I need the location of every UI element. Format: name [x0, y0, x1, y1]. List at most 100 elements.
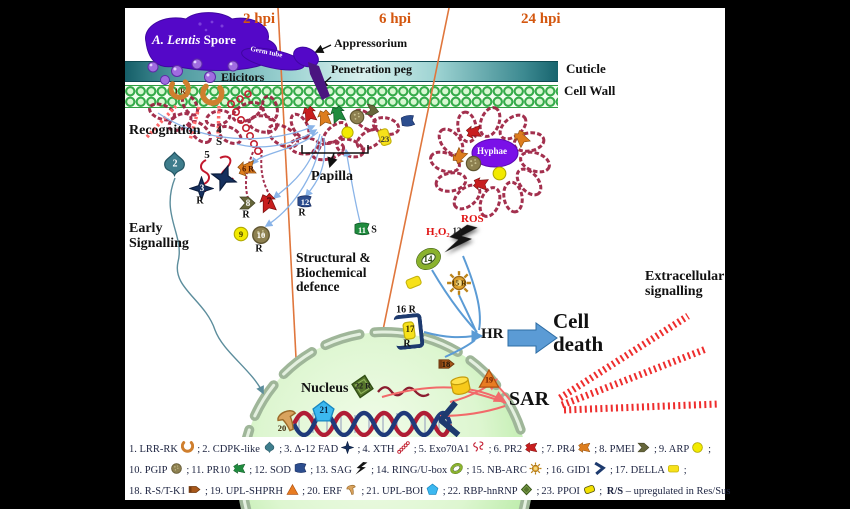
legend-item-11: 11. PR10 ;	[191, 465, 252, 476]
rect-yellow-icon	[667, 462, 680, 475]
legend-item-14: 14. RING/U-box ;	[376, 465, 469, 476]
recognition-rays	[144, 104, 221, 141]
marker-label: 17	[405, 324, 415, 334]
pmei-arrow-icon	[637, 441, 650, 454]
fad-star-icon	[341, 441, 354, 454]
papilla-bracket	[301, 145, 369, 169]
marker-label: R	[242, 209, 250, 221]
sun-gold-icon	[529, 462, 542, 475]
marker-label: 19	[485, 375, 493, 385]
ring-green-icon	[450, 462, 463, 475]
marker-label: 22 R	[355, 381, 371, 391]
legend-item-19: 19. UPL-SHPRH ;	[210, 486, 305, 497]
flag-blue-icon	[294, 462, 307, 475]
legend-item-20: 20. ERF ;	[307, 486, 364, 497]
ribbon-red-icon	[525, 441, 538, 454]
appressorium-label: Appressorium	[334, 36, 408, 50]
legend-row-2: 10. PGIP ;11. PR10 ;12. SOD ;13. SAG ;14…	[129, 462, 689, 476]
arp-circle-icon	[340, 125, 355, 140]
marker-label: 11	[357, 225, 367, 235]
circle-yellow-icon	[691, 441, 704, 454]
recognition-label: Recognition	[129, 123, 201, 138]
hyphae-label: Hyphae	[477, 146, 508, 156]
marker-label: S	[371, 224, 377, 236]
marker-label: 21	[319, 405, 329, 415]
cuticle-label: Cuticle	[566, 61, 606, 76]
legend-note-rs: R/S	[604, 486, 626, 497]
marker-label: 5	[204, 149, 210, 161]
elicitor-spheres	[147, 58, 239, 85]
ribbon-orange-icon	[578, 441, 591, 454]
sar-rays	[558, 313, 720, 414]
legend-item-23: 23. PPOI ;	[541, 486, 602, 497]
pr2-ribbon-icon	[467, 174, 495, 193]
legend-item-5: 5. Exo70A1 ;	[419, 444, 492, 455]
triangle-orange-icon	[286, 483, 299, 496]
cdpk-icon	[263, 441, 276, 454]
legend-item-10: 10. PGIP ;	[129, 465, 189, 476]
ribbon-green-icon	[233, 462, 246, 475]
legend-item-13: 13. SAG ;	[315, 465, 374, 476]
marker-label: 23	[380, 134, 390, 144]
marker-label: 20	[277, 423, 287, 433]
marker-label: 10	[256, 230, 266, 240]
penetration-peg-label: Penetration peg	[331, 62, 412, 76]
label-24hpi: 24 hpi	[521, 11, 561, 27]
h2o2-label: H₂O₂	[426, 226, 450, 238]
legend-row-1: 1. LRR-RK ;2. CDPK-like ;3. Δ-12 FAD ;4.…	[129, 441, 713, 455]
rect-yellow-rot-icon	[583, 483, 596, 496]
marker-label: R	[255, 243, 263, 255]
legend-item-9: 9. ARP ;	[659, 444, 711, 455]
spore-shape	[145, 12, 330, 100]
erf-mushroom-icon	[270, 404, 306, 436]
signal-curves-light	[157, 112, 361, 227]
lrr-rk-icon	[181, 441, 194, 454]
legend-item-6: 6. PR2 ;	[494, 441, 544, 455]
label-6hpi: 6 hpi	[379, 11, 412, 27]
sod-flag-icon	[397, 113, 419, 131]
diamond-green-icon	[520, 483, 533, 496]
cell-death-arrow	[507, 322, 558, 354]
legend-item-8: 8. PMEI ;	[599, 444, 657, 455]
marker-label: 12	[300, 197, 310, 207]
marker-label: R	[196, 195, 204, 207]
legend-item-12: 12. SOD ;	[254, 465, 313, 476]
hyphae-blob	[471, 138, 519, 168]
marker-label: 3	[199, 183, 205, 193]
marker-label: 2	[172, 158, 178, 170]
marker-label: 4	[216, 124, 222, 136]
cell-wall-label: Cell Wall	[564, 83, 616, 98]
marker-label: R	[298, 207, 306, 219]
papilla-label: Papilla	[311, 169, 354, 184]
marker-label: 14	[423, 254, 433, 264]
xth-chain-icon	[397, 441, 410, 454]
hr-curves	[423, 255, 484, 358]
label-2hpi: 2 hpi	[243, 11, 276, 27]
legend-item-16: 16. GID1 ;	[551, 465, 613, 476]
marker-label: 8	[245, 198, 251, 208]
hyphae-ring-tangle	[429, 106, 551, 218]
circle-olive-icon	[170, 462, 183, 475]
marker-label: 9	[238, 229, 244, 239]
spore-label: A. Lentis Spore	[152, 32, 236, 47]
nucleus-label: Nucleus	[301, 381, 349, 396]
elicitors-label: Elicitors	[221, 70, 265, 84]
xth-chain-shape	[227, 90, 263, 156]
early-signalling-curve	[169, 177, 264, 395]
marker-label: 1 R	[174, 86, 186, 96]
legend-note-text: – upregulated in Res/Sus	[625, 486, 731, 497]
marker-label: R	[403, 338, 411, 350]
legend-item-7: 7. PR4 ;	[546, 444, 597, 455]
ros-label: ROS	[461, 213, 484, 225]
exo-squiggle-icon	[472, 441, 485, 454]
legend-item-1: 1. LRR-RK ;	[129, 444, 200, 455]
pgip-circle-icon	[464, 154, 483, 173]
lrr-rk-icon	[198, 83, 226, 110]
marker-label: 18	[441, 359, 451, 369]
legend-item-2: 2. CDPK-like ;	[202, 444, 282, 455]
